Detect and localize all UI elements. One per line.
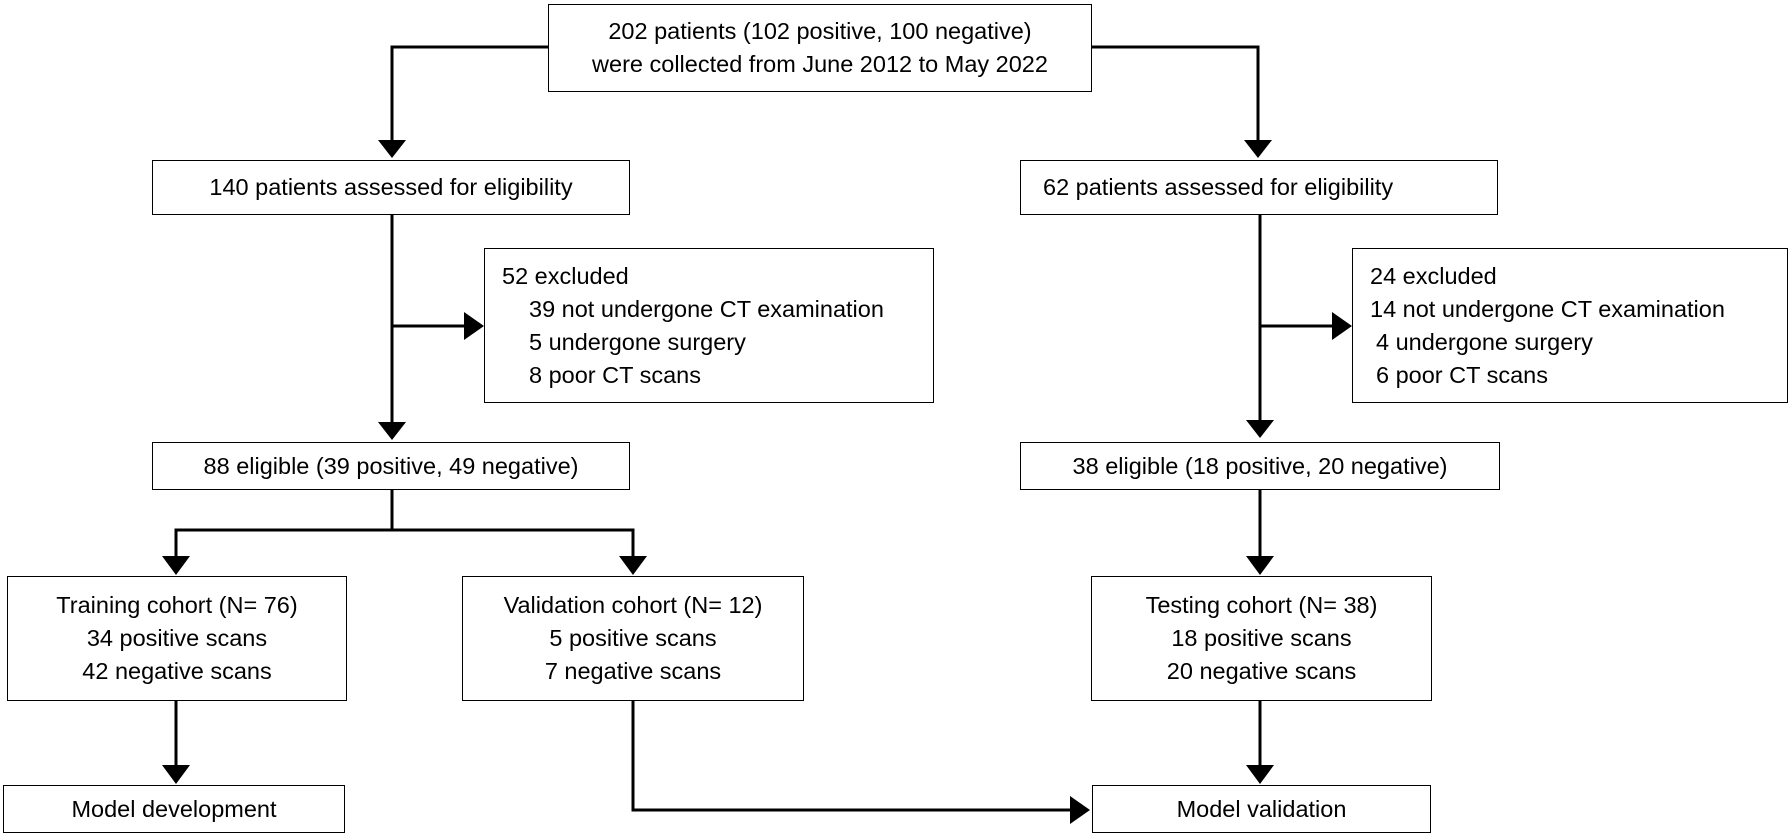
- total-patients-line2: were collected from June 2012 to May 202…: [592, 51, 1048, 77]
- total-patients-line1: 202 patients (102 positive, 100 negative…: [608, 18, 1032, 44]
- testing-cohort-box: Testing cohort (N= 38) 18 positive scans…: [1091, 576, 1432, 701]
- right-excluded-title: 24 excluded: [1370, 262, 1497, 289]
- connector-top-left: [390, 45, 548, 156]
- left-excluded-item: 8 poor CT scans: [529, 361, 701, 388]
- arrowhead-excluded-right: [1332, 312, 1352, 340]
- model-validation-box: Model validation: [1092, 785, 1431, 833]
- right-excluded-item: 4 undergone surgery: [1376, 328, 1593, 355]
- arrowhead-eligible-right: [1246, 420, 1274, 438]
- arrowhead-excluded-left: [464, 312, 484, 340]
- model-validation-text: Model validation: [1176, 795, 1347, 822]
- testing-negative-scans: 20 negative scans: [1166, 658, 1357, 684]
- right-eligible-box: 38 eligible (18 positive, 20 negative): [1020, 442, 1500, 490]
- right-excluded-item: 14 not undergone CT examination: [1370, 295, 1725, 322]
- arrowhead-training: [162, 556, 190, 575]
- testing-cohort-title: Testing cohort (N= 38): [1145, 592, 1378, 618]
- left-excluded-box: 52 excluded 39 not undergone CT examinat…: [484, 248, 934, 403]
- right-excluded-box: 24 excluded 14 not undergone CT examinat…: [1352, 248, 1788, 403]
- model-development-box: Model development: [3, 785, 345, 833]
- training-negative-scans: 42 negative scans: [82, 658, 272, 684]
- left-excluded-item: 39 not undergone CT examination: [529, 295, 884, 322]
- left-eligible-box: 88 eligible (39 positive, 49 negative): [152, 442, 630, 490]
- validation-cohort-title: Validation cohort (N= 12): [503, 592, 763, 618]
- validation-positive-scans: 5 positive scans: [549, 625, 717, 651]
- left-assessed-box: 140 patients assessed for eligibility: [152, 160, 630, 215]
- training-cohort-title: Training cohort (N= 76): [56, 592, 298, 618]
- testing-positive-scans: 18 positive scans: [1171, 625, 1352, 651]
- arrowhead-validation: [619, 556, 647, 575]
- validation-cohort-box: Validation cohort (N= 12) 5 positive sca…: [462, 576, 804, 701]
- right-assessed-text: 62 patients assessed for eligibility: [1043, 174, 1394, 200]
- right-eligible-text: 38 eligible (18 positive, 20 negative): [1072, 452, 1448, 479]
- arrowhead-eligible-left: [378, 422, 406, 440]
- arrowhead-model-validation-top: [1246, 765, 1274, 784]
- arrowhead-assessed-right: [1244, 140, 1272, 158]
- connector-validation-model: [631, 701, 1072, 812]
- arrowhead-model-validation-left: [1070, 796, 1090, 824]
- left-excluded-title: 52 excluded: [502, 262, 629, 289]
- training-positive-scans: 34 positive scans: [86, 625, 268, 651]
- arrowhead-assessed-left: [378, 140, 406, 158]
- right-excluded-item: 6 poor CT scans: [1376, 361, 1548, 388]
- model-development-text: Model development: [71, 795, 277, 822]
- arrowhead-testing: [1246, 556, 1274, 575]
- total-patients-box: 202 patients (102 positive, 100 negative…: [548, 4, 1092, 92]
- right-assessed-box: 62 patients assessed for eligibility: [1020, 160, 1498, 215]
- connector-left-split: [174, 528, 635, 572]
- training-cohort-box: Training cohort (N= 76) 34 positive scan…: [7, 576, 347, 701]
- connector-top-right: [1092, 45, 1260, 156]
- validation-negative-scans: 7 negative scans: [544, 658, 722, 684]
- left-eligible-text: 88 eligible (39 positive, 49 negative): [203, 452, 579, 479]
- arrowhead-development: [162, 765, 190, 784]
- left-assessed-text: 140 patients assessed for eligibility: [209, 174, 573, 200]
- left-excluded-item: 5 undergone surgery: [529, 328, 746, 355]
